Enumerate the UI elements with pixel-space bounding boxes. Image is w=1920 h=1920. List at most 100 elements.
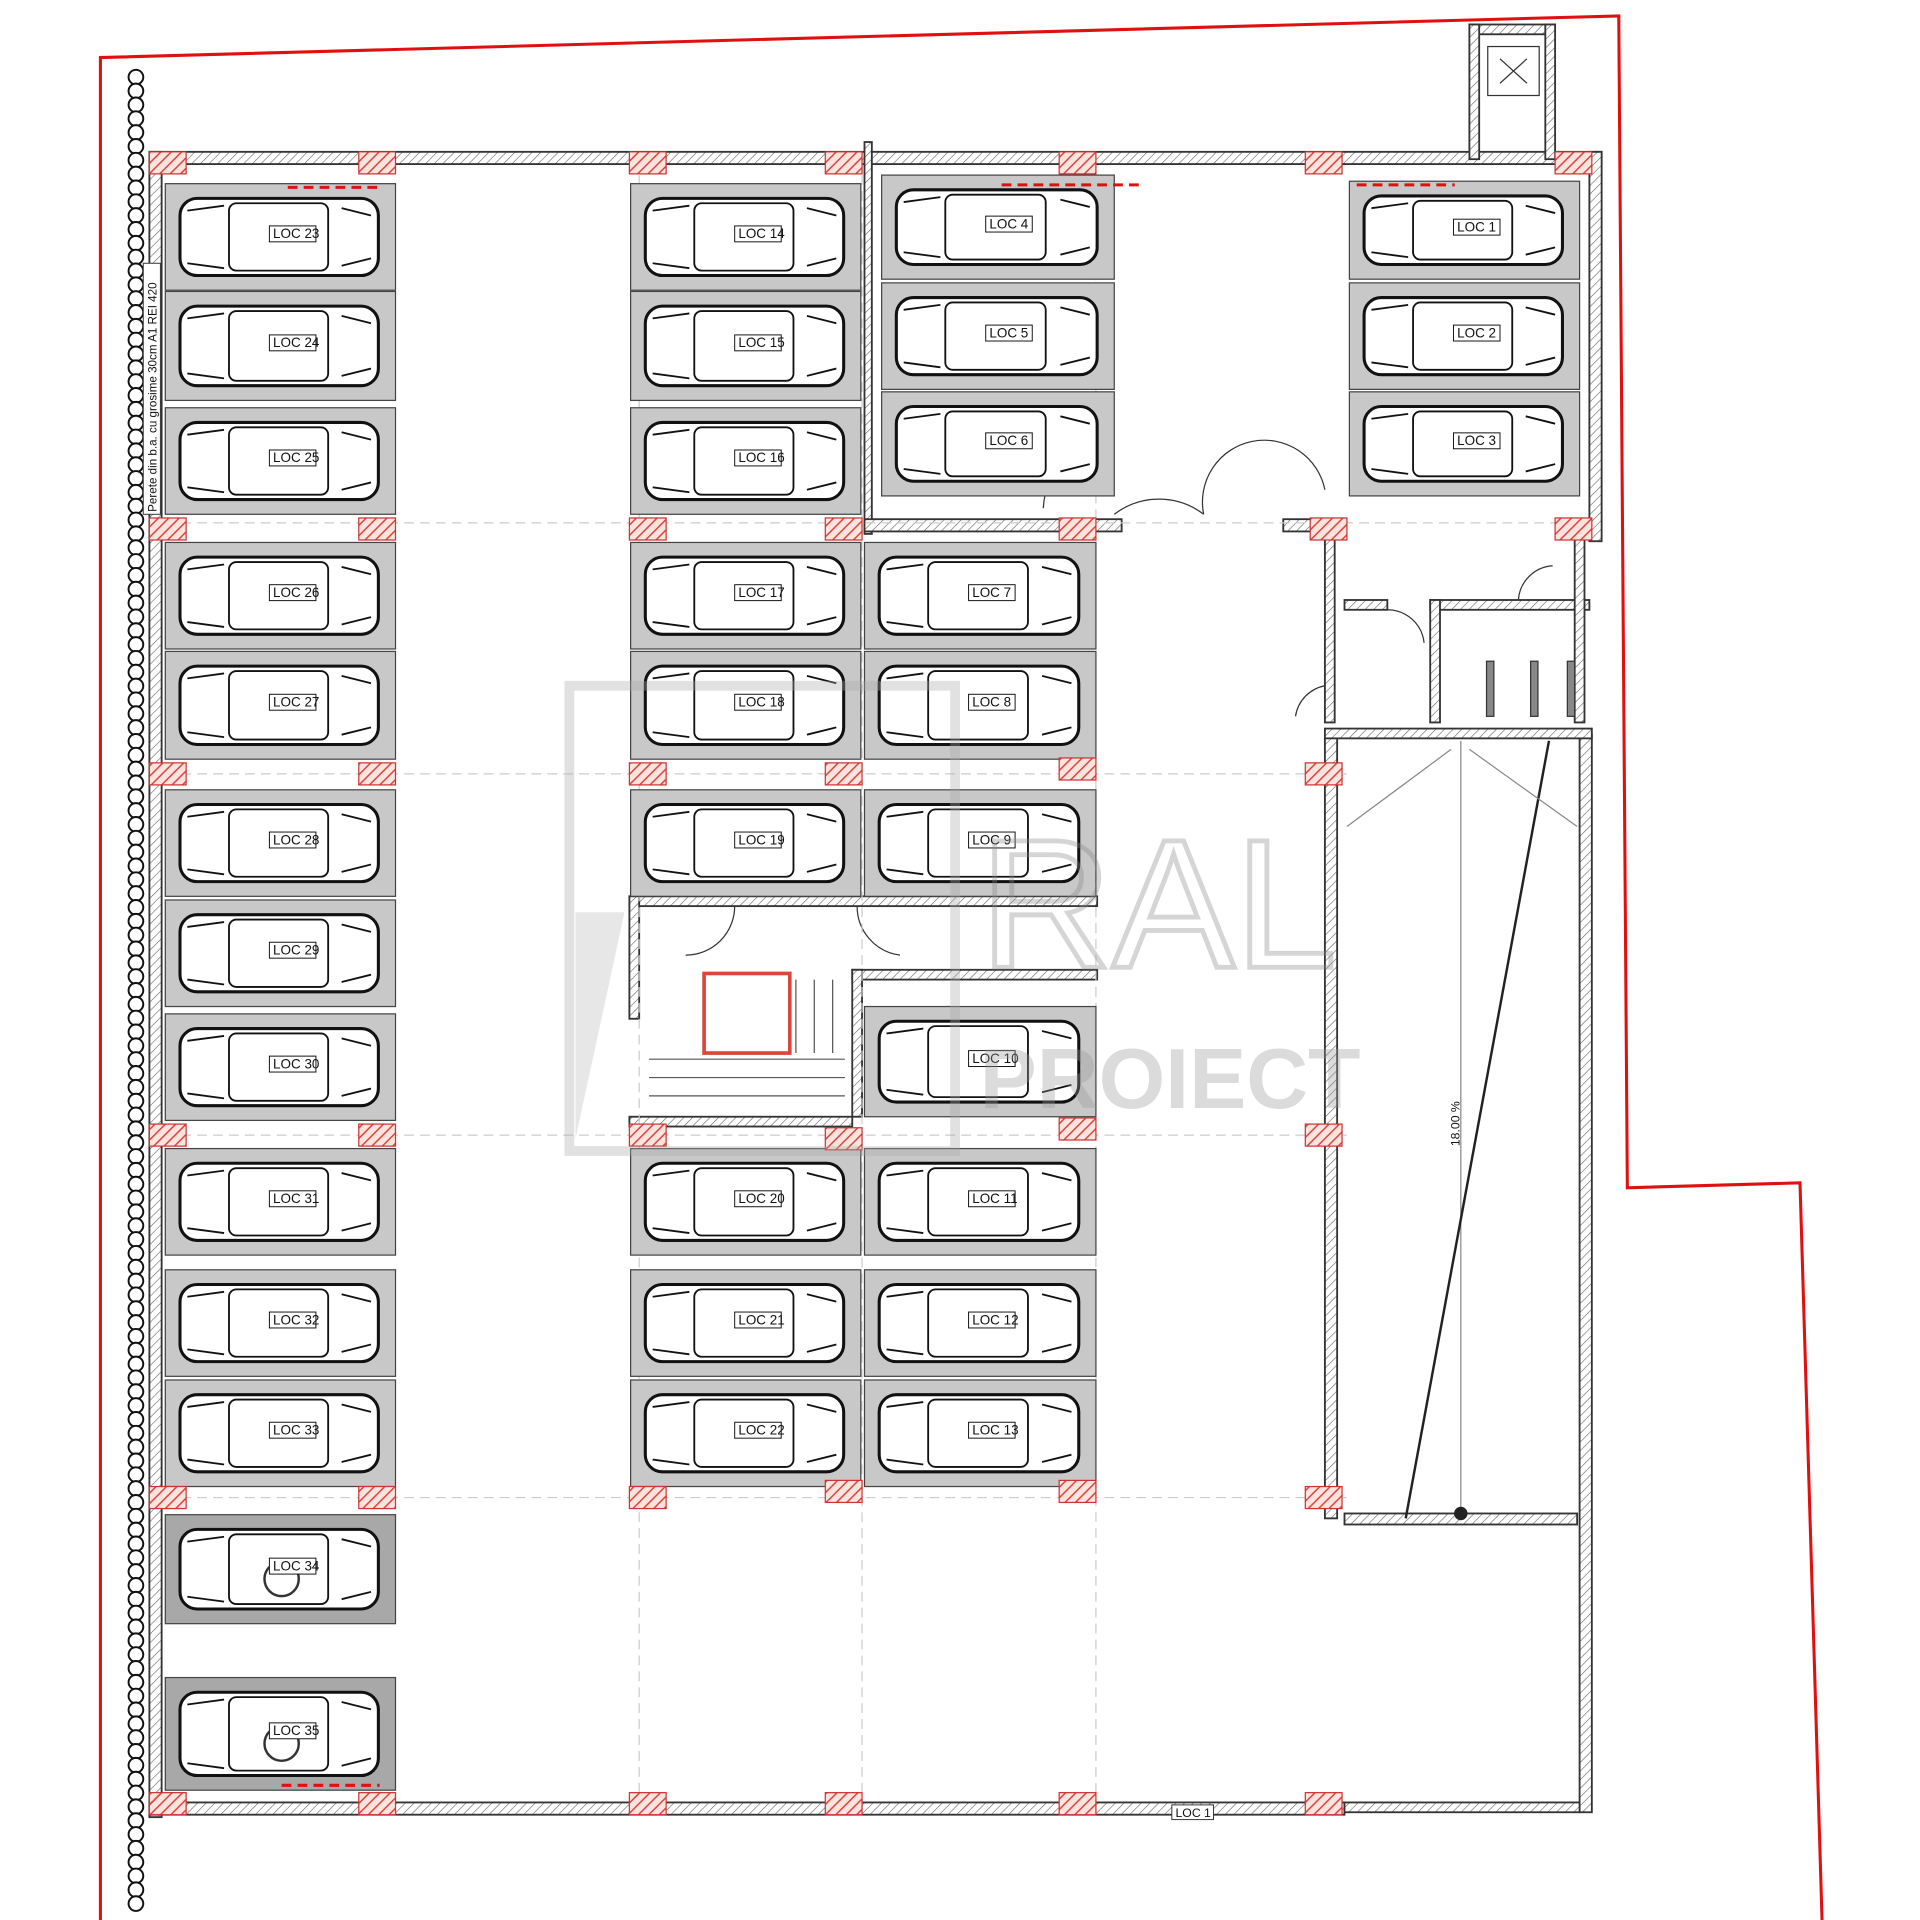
structural-column xyxy=(1304,762,1343,786)
structural-column xyxy=(628,517,667,541)
structural-column xyxy=(824,151,863,175)
parking-slot[interactable]: LOC 34 xyxy=(164,1514,397,1625)
structural-column xyxy=(1554,151,1593,175)
slot-label: LOC 3 xyxy=(1457,433,1496,448)
slot-label: LOC 26 xyxy=(273,585,319,600)
structural-column xyxy=(824,1479,863,1504)
structural-column xyxy=(358,151,397,175)
slot-label: LOC 13 xyxy=(972,1422,1018,1437)
parking-slot[interactable]: LOC 28 xyxy=(164,789,397,897)
slot-label: LOC 9 xyxy=(972,832,1011,847)
slot-label: LOC 20 xyxy=(738,1191,784,1206)
slot-label: LOC 33 xyxy=(273,1422,319,1437)
structural-column xyxy=(628,1123,667,1147)
slot-label: LOC 32 xyxy=(273,1312,319,1327)
ramp xyxy=(1346,740,1578,1521)
parking-slot[interactable]: LOC 21 xyxy=(630,1269,862,1377)
slot-label: LOC 15 xyxy=(738,335,784,350)
slot-label: LOC 16 xyxy=(738,450,784,465)
parking-slot[interactable]: LOC 24 xyxy=(164,290,397,402)
parking-slot[interactable]: LOC 14 xyxy=(630,183,862,291)
structural-column xyxy=(1304,1123,1343,1147)
structural-column xyxy=(824,1127,863,1151)
bottom-slot-label: LOC 1 xyxy=(1176,1806,1212,1820)
parking-slot[interactable]: LOC 4 xyxy=(881,174,1115,280)
parking-slot[interactable]: LOC 33 xyxy=(164,1379,397,1488)
structural-column xyxy=(148,1485,187,1510)
parking-slot[interactable]: LOC 20 xyxy=(630,1147,862,1256)
structural-column xyxy=(358,1123,397,1147)
stairs xyxy=(648,971,845,1097)
parking-slot[interactable]: LOC 8 xyxy=(863,650,1097,760)
structural-column xyxy=(148,151,187,175)
structural-column xyxy=(148,762,187,786)
slot-label: LOC 17 xyxy=(738,585,784,600)
structural-column xyxy=(628,762,667,786)
parking-slot[interactable]: LOC 9 xyxy=(863,789,1097,897)
property-boundary xyxy=(98,14,1824,1920)
parking-slot[interactable]: LOC 35 xyxy=(164,1676,397,1791)
structural-column xyxy=(358,1792,397,1816)
structural-column xyxy=(358,1485,397,1510)
parking-slot[interactable]: LOC 17 xyxy=(630,541,862,650)
slot-label: LOC 18 xyxy=(738,695,784,710)
slot-label: LOC 34 xyxy=(273,1558,320,1573)
parking-slot[interactable]: LOC 6 xyxy=(881,391,1115,497)
structural-column xyxy=(1058,517,1097,541)
parking-slot[interactable]: LOC 7 xyxy=(863,541,1097,650)
parking-slot[interactable]: LOC 19 xyxy=(630,789,862,897)
parking-slot[interactable]: LOC 2 xyxy=(1348,282,1581,391)
parking-slot[interactable]: LOC 22 xyxy=(630,1379,862,1488)
structural-column xyxy=(1058,1117,1097,1141)
parking-slot[interactable]: LOC 5 xyxy=(881,282,1115,391)
slot-label: LOC 22 xyxy=(738,1422,784,1437)
slot-label: LOC 24 xyxy=(273,335,320,350)
slot-label: LOC 28 xyxy=(273,832,319,847)
parking-slot[interactable]: LOC 13 xyxy=(863,1379,1097,1488)
parking-slot[interactable]: LOC 1 xyxy=(1348,180,1581,280)
parking-slot[interactable]: LOC 31 xyxy=(164,1147,397,1256)
structural-column xyxy=(148,517,187,541)
parking-slot[interactable]: LOC 30 xyxy=(164,1013,397,1122)
parking-slot[interactable]: LOC 32 xyxy=(164,1269,397,1377)
watermark-logo-text: RAL xyxy=(980,801,1337,1006)
structural-column xyxy=(1058,1479,1097,1504)
slot-label: LOC 25 xyxy=(273,450,319,465)
parking-slot[interactable]: LOC 18 xyxy=(630,650,862,760)
parking-slot[interactable]: LOC 25 xyxy=(164,407,397,515)
slot-label: LOC 31 xyxy=(273,1191,319,1206)
parking-slot[interactable]: LOC 26 xyxy=(164,541,397,650)
parking-slot[interactable]: LOC 11 xyxy=(863,1147,1097,1256)
parking-slot[interactable]: LOC 27 xyxy=(164,650,397,760)
structural-column xyxy=(1554,517,1593,541)
parking-slot[interactable]: LOC 16 xyxy=(630,407,862,515)
slot-label: LOC 11 xyxy=(972,1191,1017,1206)
slot-label: LOC 2 xyxy=(1457,325,1496,340)
structural-column xyxy=(628,151,667,175)
parking-slot[interactable]: LOC 12 xyxy=(863,1269,1097,1377)
parking-slot[interactable]: LOC 23 xyxy=(164,183,397,291)
structural-column xyxy=(148,1792,187,1816)
slot-label: LOC 10 xyxy=(972,1051,1018,1066)
building-walls xyxy=(148,23,1603,1819)
parking-slot[interactable]: LOC 3 xyxy=(1348,391,1581,497)
slot-label: LOC 12 xyxy=(972,1312,1018,1327)
parking-slot[interactable]: LOC 10 xyxy=(863,1005,1097,1118)
slot-label: LOC 14 xyxy=(738,226,785,241)
parking-slots: LOC 1 LOC 2 LOC 3 LOC 4 LOC 5 LOC 6 LOC 7 LOC 8… xyxy=(164,174,1581,1791)
structural-column xyxy=(824,1792,863,1816)
ventilation-markers xyxy=(281,183,1455,1787)
slot-label: LOC 4 xyxy=(989,216,1028,231)
structural-column xyxy=(1309,517,1348,541)
parking-slot[interactable]: LOC 15 xyxy=(630,290,862,402)
structural-column xyxy=(1304,151,1343,175)
elevator-shaft xyxy=(1487,45,1540,97)
slot-label: LOC 1 xyxy=(1457,219,1496,234)
slot-label: LOC 30 xyxy=(273,1056,319,1071)
slot-label: LOC 8 xyxy=(972,695,1011,710)
slot-label: LOC 5 xyxy=(989,325,1028,340)
structural-column xyxy=(358,517,397,541)
parking-slot[interactable]: LOC 29 xyxy=(164,899,397,1008)
slot-label: LOC 19 xyxy=(738,832,784,847)
